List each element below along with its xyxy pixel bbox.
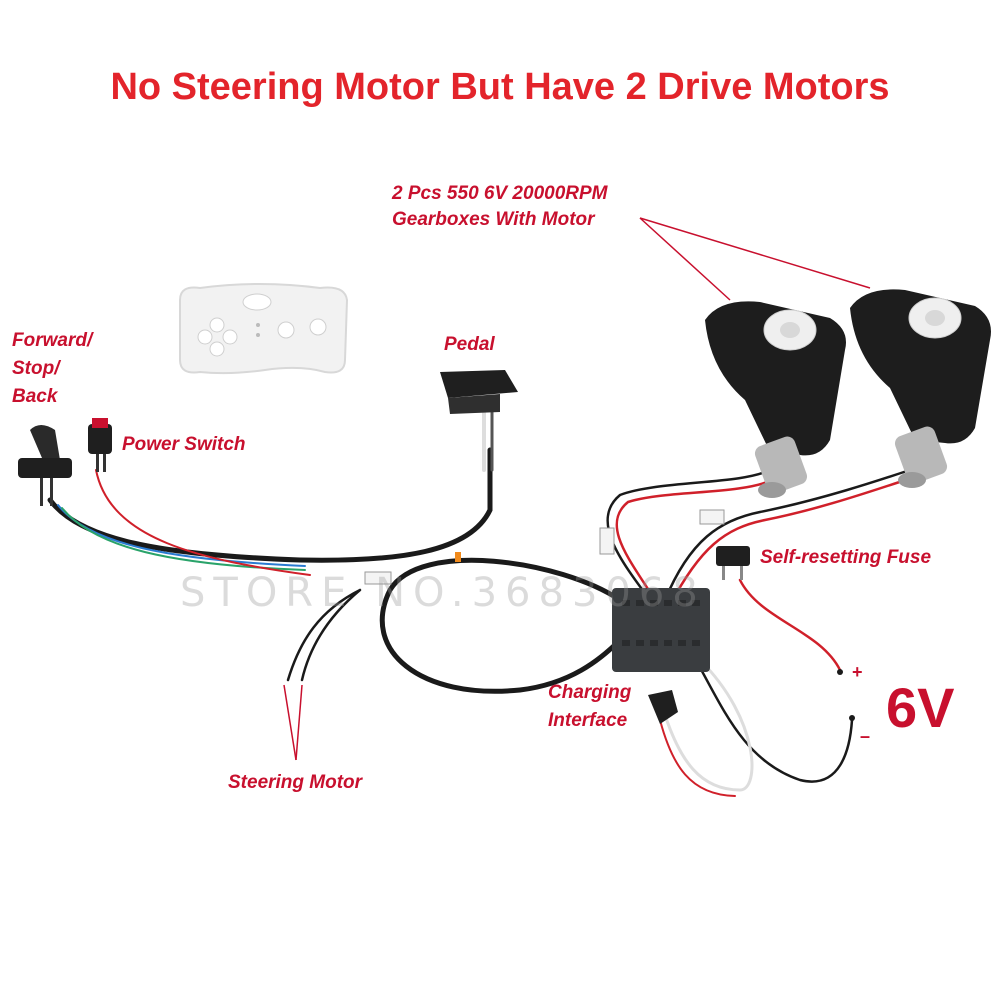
charging-label-line2: Interface [548, 710, 627, 732]
forward-label-line1: Forward/ [12, 330, 92, 352]
watermark-text: STORE NO.3683068 [180, 570, 706, 616]
remote-control [180, 284, 347, 373]
gearbox-1 [705, 301, 846, 498]
charging-label-line1: Charging [548, 682, 631, 704]
minus-terminal [849, 715, 855, 721]
fuse-wire-red [740, 580, 840, 670]
pedal-label: Pedal [444, 334, 495, 356]
forward-label-line2: Stop/ [12, 358, 60, 380]
voltage-label: 6V [886, 680, 955, 736]
battery-wire-black [690, 650, 852, 782]
orange-band [455, 552, 461, 562]
gearbox-2 [850, 289, 991, 488]
motor2-wire-red [670, 478, 912, 605]
gearbox-callout-lines [640, 218, 870, 300]
gearboxes-label-line1: 2 Pcs 550 6V 20000RPM [392, 183, 608, 205]
forward-label-line3: Back [12, 386, 57, 408]
charging-port-part [648, 690, 678, 724]
power-switch-part [88, 418, 112, 472]
charging-wires [665, 660, 752, 790]
pedal-part [440, 370, 518, 414]
power-switch-label: Power Switch [122, 434, 246, 456]
page-title: No Steering Motor But Have 2 Drive Motor… [0, 66, 1000, 109]
plus-terminal [837, 669, 843, 675]
fuse-part [716, 546, 750, 580]
steering-motor-label: Steering Motor [228, 772, 362, 794]
plus-sign: + [852, 662, 863, 683]
motor2-connector [700, 510, 724, 524]
motor1-connector [600, 528, 614, 554]
steering-callout-lines [284, 685, 302, 760]
self-resetting-fuse-label: Self-resetting Fuse [760, 547, 931, 569]
gear-shifter [18, 425, 72, 506]
minus-sign: – [860, 726, 870, 747]
gearboxes-label-line2: Gearboxes With Motor [392, 209, 595, 231]
